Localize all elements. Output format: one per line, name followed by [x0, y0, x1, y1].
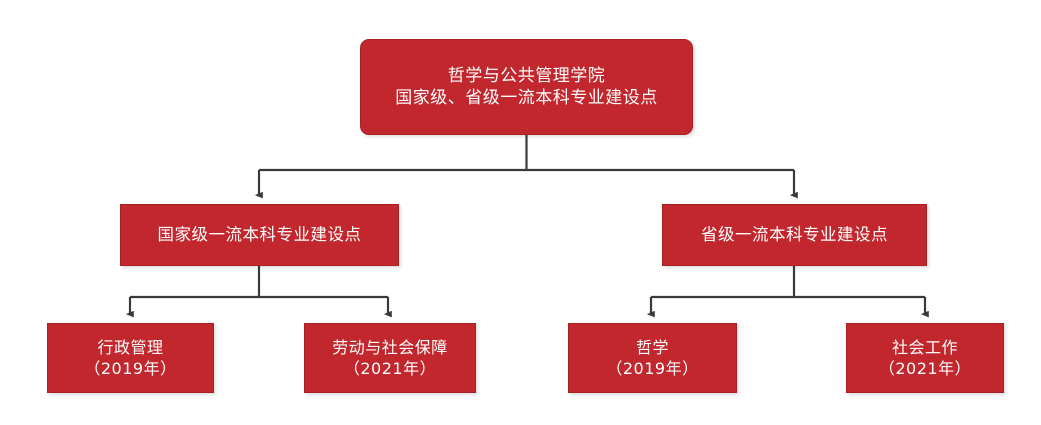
- node-branch-provincial[interactable]: 省级一流本科专业建设点: [662, 204, 927, 266]
- node-root[interactable]: 哲学与公共管理学院 国家级、省级一流本科专业建设点: [360, 39, 693, 135]
- node-leaf-philosophy[interactable]: 哲学 （2019年）: [568, 323, 737, 393]
- node-leaf-labor-social-security-label: 劳动与社会保障 （2021年）: [332, 337, 448, 378]
- node-branch-national[interactable]: 国家级一流本科专业建设点: [120, 204, 399, 266]
- node-root-label: 哲学与公共管理学院 国家级、省级一流本科专业建设点: [395, 65, 658, 108]
- node-leaf-public-administration-label: 行政管理 （2019年）: [84, 337, 177, 378]
- node-leaf-public-administration[interactable]: 行政管理 （2019年）: [47, 323, 214, 393]
- node-leaf-social-work-label: 社会工作 （2021年）: [878, 337, 972, 378]
- node-branch-provincial-label: 省级一流本科专业建设点: [701, 225, 888, 245]
- node-leaf-labor-social-security[interactable]: 劳动与社会保障 （2021年）: [304, 323, 476, 393]
- node-leaf-social-work[interactable]: 社会工作 （2021年）: [846, 323, 1004, 393]
- node-branch-national-label: 国家级一流本科专业建设点: [157, 225, 362, 245]
- node-leaf-philosophy-label: 哲学 （2019年）: [606, 337, 699, 378]
